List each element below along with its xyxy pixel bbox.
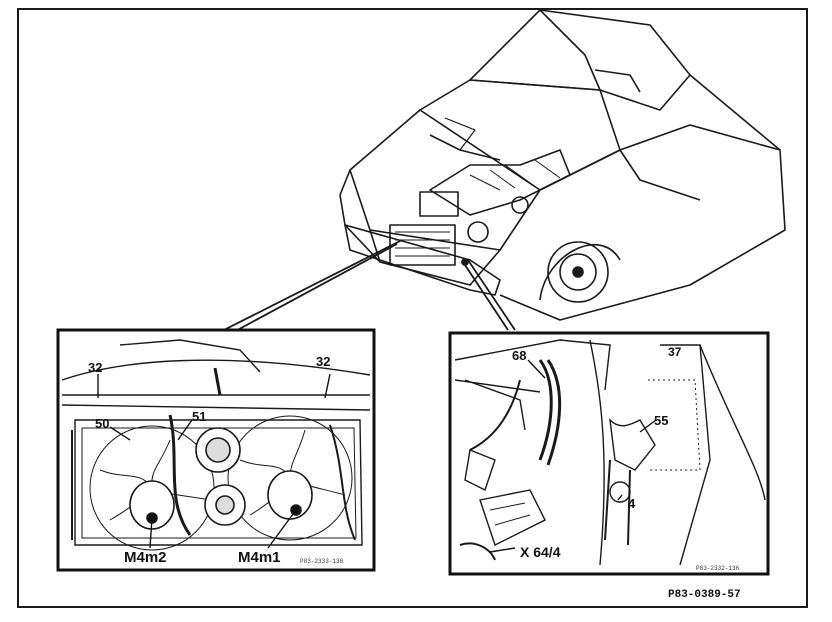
fan-motor-m4m1-label: M4m1 bbox=[238, 549, 281, 566]
connector-x64-4-label: X 64/4 bbox=[520, 544, 561, 560]
right-inset-ref: P83-2332-136 bbox=[696, 565, 740, 572]
right-inset: 68 37 55 4 X 64/4 P83-2332-136 bbox=[448, 331, 770, 576]
fan-motor-m4m2-label: M4m2 bbox=[124, 549, 167, 566]
callout-50: 50 bbox=[95, 416, 109, 431]
callout-51: 51 bbox=[192, 409, 206, 424]
left-inset-ref: P83-2333-138 bbox=[300, 558, 344, 565]
leader-lines bbox=[221, 239, 516, 335]
callout-68: 68 bbox=[512, 348, 526, 363]
callout-4: 4 bbox=[628, 496, 636, 511]
callout-37: 37 bbox=[668, 345, 682, 359]
callout-32-left: 32 bbox=[88, 360, 102, 375]
car-illustration bbox=[339, 9, 786, 321]
left-inset: 32 32 50 51 M4m2 M4m1 P83-2333-138 bbox=[56, 328, 376, 572]
callout-55: 55 bbox=[654, 413, 668, 428]
callout-32-right: 32 bbox=[316, 354, 330, 369]
figure-code: P83-0389-57 bbox=[668, 589, 741, 601]
